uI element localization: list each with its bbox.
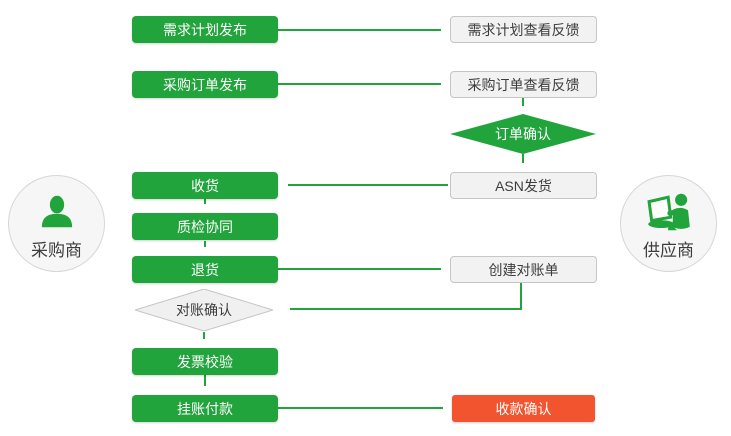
order-confirm-diamond-shape	[450, 114, 596, 154]
recon-confirm-diamond-shape	[135, 289, 273, 331]
actor-buyer: 采购商	[8, 175, 105, 272]
node-asn-ship: ASN发货	[450, 172, 597, 199]
node-po-feedback: 采购订单查看反馈	[450, 71, 597, 98]
node-quality-collab: 质检协同	[132, 213, 278, 240]
decision-order-confirm: 订单确认	[450, 114, 596, 154]
actor-supplier-label: 供应商	[643, 241, 694, 260]
person-icon	[36, 190, 78, 234]
node-create-statement: 创建对账单	[450, 256, 597, 283]
node-po-publish: 采购订单发布	[132, 71, 278, 98]
node-payment-on-account: 挂账付款	[132, 395, 278, 422]
node-invoice-check: 发票校验	[132, 348, 278, 375]
decision-order-confirm-label: 订单确认	[495, 126, 551, 142]
node-demand-plan-publish: 需求计划发布	[132, 16, 278, 43]
actor-buyer-label: 采购商	[31, 241, 82, 260]
node-receive-goods: 收货	[132, 172, 278, 199]
node-payment-confirm: 收款确认	[452, 395, 595, 422]
decision-recon-confirm: 对账确认	[135, 289, 273, 331]
arrow-statement-to-recon-confirm	[290, 283, 522, 310]
node-demand-plan-feedback: 需求计划查看反馈	[450, 16, 597, 43]
person-laptop-icon	[643, 190, 695, 234]
actor-supplier: 供应商	[620, 175, 717, 272]
node-return-goods: 退货	[132, 256, 278, 283]
decision-recon-confirm-label: 对账确认	[176, 302, 232, 318]
